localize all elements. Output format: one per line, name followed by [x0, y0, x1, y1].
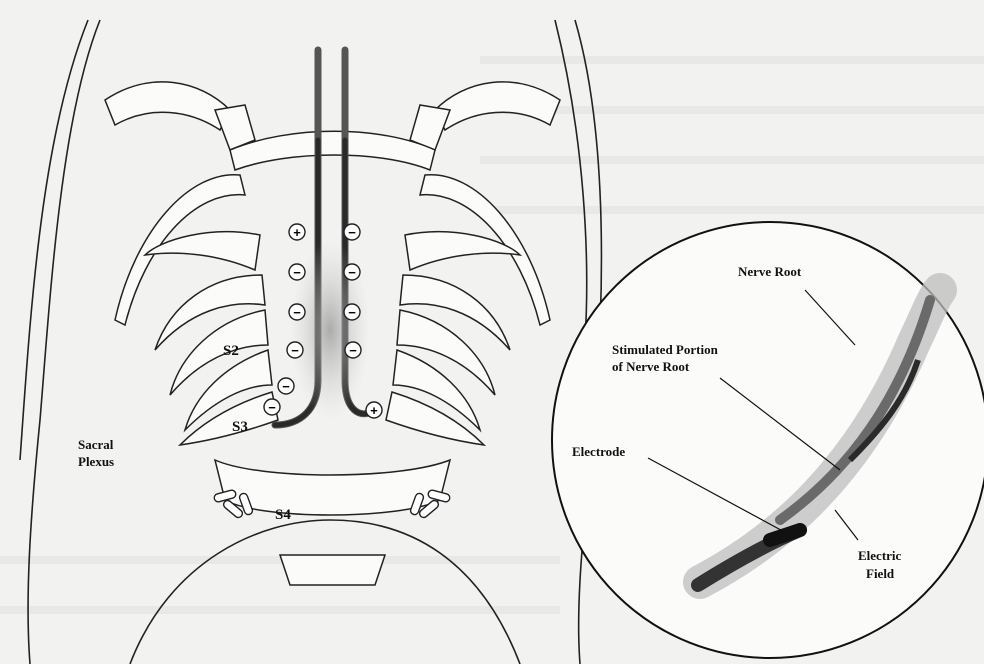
contact-plus-1: +: [289, 224, 305, 240]
contact-minus-2: −: [289, 264, 305, 280]
label-electrode: Electrode: [572, 444, 625, 459]
contact-minus-4: −: [289, 304, 305, 320]
contact-minus-10: −: [264, 399, 280, 415]
label-field: Field: [866, 566, 895, 581]
contact-minus-3: −: [344, 264, 360, 280]
label-nerve-root: Nerve Root: [738, 264, 802, 279]
label-stimulated-2: of Nerve Root: [612, 359, 690, 374]
label-sacral: Sacral: [78, 437, 114, 452]
label-plexus: Plexus: [78, 454, 114, 469]
inset-magnified-view: Nerve Root Stimulated Portion of Nerve R…: [552, 222, 984, 658]
svg-text:−: −: [348, 265, 356, 280]
contact-minus-8: −: [278, 378, 294, 394]
svg-text:−: −: [348, 305, 356, 320]
contact-minus-5: −: [344, 304, 360, 320]
contact-minus-6: −: [287, 342, 303, 358]
contact-minus-7: −: [345, 342, 361, 358]
label-stimulated-1: Stimulated Portion: [612, 342, 719, 357]
svg-text:−: −: [268, 400, 276, 415]
contact-plus-2: +: [366, 402, 382, 418]
svg-text:−: −: [282, 379, 290, 394]
svg-text:−: −: [349, 343, 357, 358]
svg-text:−: −: [291, 343, 299, 358]
svg-text:−: −: [348, 225, 356, 240]
svg-text:−: −: [293, 265, 301, 280]
label-s2: S2: [223, 343, 239, 359]
label-s3: S3: [232, 419, 248, 435]
contact-minus-1: −: [344, 224, 360, 240]
svg-text:+: +: [370, 403, 378, 418]
svg-text:+: +: [293, 225, 301, 240]
svg-text:−: −: [293, 305, 301, 320]
label-s4: S4: [275, 507, 291, 523]
label-electric: Electric: [858, 548, 902, 563]
